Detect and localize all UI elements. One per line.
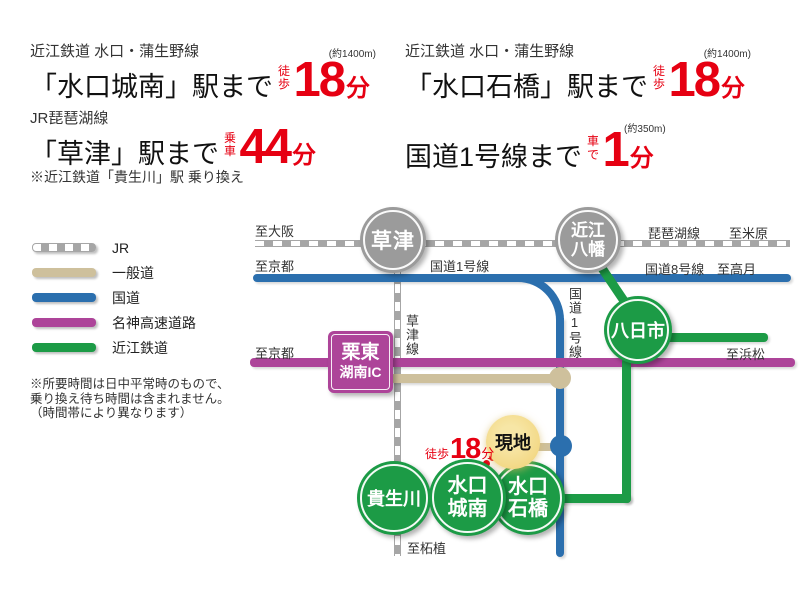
- legend-label: JR: [112, 239, 130, 256]
- station-omihachiman: 近江 八幡: [555, 207, 621, 273]
- minutes-unit: 分: [345, 74, 370, 102]
- access-block-minakuchijonan: 近江鉄道 水口・蒲生野線 「水口城南」駅まで 徒歩 18 分 (約1400m): [30, 43, 376, 107]
- legend-item-general-road: 一般道: [32, 260, 196, 285]
- legend-label: 近江鉄道: [112, 339, 168, 356]
- travel-mode-label: 徒歩: [278, 63, 291, 91]
- destination-text: 「水口石橋」駅まで: [405, 71, 648, 102]
- expressway-swatch: [32, 318, 96, 327]
- station-name: 水口 石橋: [508, 476, 548, 521]
- station-kusatsu: 草津: [360, 207, 426, 273]
- station-name-line: 近江: [571, 220, 605, 240]
- railway-name: 近江鉄道 水口・蒲生野線: [30, 43, 200, 60]
- legend-item-ohmi-railway: 近江鉄道: [32, 335, 196, 360]
- destination-text: 「草津」駅まで: [30, 138, 219, 169]
- legend-label: 名神高速道路: [112, 314, 196, 331]
- ritto-konan-ic-box: 栗東 湖南IC: [328, 331, 393, 393]
- access-row: 「草津」駅まで 乗車 44 分: [30, 119, 316, 174]
- general-road-swatch: [32, 268, 96, 277]
- walk-mode: 徒歩: [425, 447, 450, 461]
- access-row: 「水口石橋」駅まで 徒歩 18 分 (約1400m): [405, 49, 751, 107]
- direction-label-takatsuki: 至高月: [717, 262, 757, 277]
- legend-label: 一般道: [112, 264, 154, 281]
- minutes-value: 1: [602, 123, 629, 177]
- direction-label-kyoto-meishin: 至京都: [255, 346, 295, 361]
- legend-item-meishin-expressway: 名神高速道路: [32, 310, 196, 335]
- road-junction-dot: [549, 367, 571, 389]
- ohmi-railway-vertical: [622, 358, 631, 503]
- map-legend: JR 一般道 国道 名神高速道路 近江鉄道: [32, 235, 196, 360]
- time-disclaimer: ※所要時間は日中平常時のもので、 乗り換え待ち時間は含まれません。 （時間帯によ…: [30, 377, 230, 421]
- direction-label-maibara: 至米原: [729, 226, 769, 241]
- distance-note: (約1400m): [703, 48, 751, 60]
- station-name: 貴生川: [367, 489, 421, 509]
- destination-text: 国道1号線まで: [405, 142, 583, 172]
- access-block-route1: 国道1号線まで 車で 1 分 (約350m): [405, 123, 666, 177]
- walk-minutes: 18: [450, 433, 481, 465]
- railway-name: JR琵琶湖線: [30, 110, 109, 127]
- meishin-expressway-line: [250, 358, 795, 367]
- travel-mode-label: 乗車: [224, 130, 237, 158]
- station-name: 水口 城南: [448, 475, 488, 520]
- ic-name-line: 栗東: [341, 342, 380, 364]
- disclaimer-line: （時間帯により異なります）: [30, 406, 193, 420]
- station-name-line: 城南: [447, 497, 488, 520]
- station-name-line: 水口: [508, 475, 548, 498]
- station-minakuchi-jonan: 水口 城南: [429, 459, 506, 536]
- direction-label-osaka: 至大阪: [255, 224, 295, 239]
- station-name: 草津: [371, 230, 415, 253]
- line-label-kusatsu-line: 草津線: [404, 314, 419, 356]
- direction-label-kyoto-route1: 至京都: [255, 259, 295, 274]
- route1-access-dot: [550, 435, 572, 457]
- walk-unit: 分: [481, 446, 495, 461]
- disclaimer-line: ※所要時間は日中平常時のもので、: [30, 377, 230, 391]
- station-name: 近江 八幡: [571, 221, 605, 259]
- direction-label-tsuge: 至柘植: [407, 541, 447, 556]
- access-block-kusatsu: JR琵琶湖線 「草津」駅まで 乗車 44 分 ※近江鉄道「貴生川」駅 乗り換え: [30, 110, 316, 187]
- station-name-line: 石橋: [508, 498, 548, 520]
- route1-branch-curve: [498, 274, 564, 330]
- legend-item-national-road: 国道: [32, 285, 196, 310]
- minutes-unit: 分: [629, 145, 654, 172]
- station-name: 八日市: [611, 321, 665, 341]
- distance-note: (約1400m): [328, 48, 376, 60]
- distance-note: (約350m): [624, 124, 666, 135]
- station-yokaichi: 八日市: [604, 296, 672, 364]
- jr-biwako-line: [255, 240, 790, 247]
- walk-time-annotation: 徒歩 18 分: [425, 435, 494, 464]
- jr-kusatsu-line: [394, 266, 401, 556]
- legend-label: 国道: [112, 289, 140, 306]
- legend-item-jr: JR: [32, 235, 196, 260]
- minutes-value: 18: [668, 52, 720, 107]
- travel-mode-label: 徒歩: [653, 63, 666, 91]
- disclaimer-line: 乗り換え待ち時間は含まれません。: [30, 391, 230, 406]
- road-label-route1-vertical: 国道1号線: [567, 287, 582, 359]
- minutes-value: 18: [293, 52, 345, 107]
- station-kibukawa: 貴生川: [357, 461, 431, 535]
- site-marker: 現地: [486, 415, 540, 469]
- destination-text: 「水口城南」駅まで: [30, 71, 273, 102]
- station-name-line: 水口: [447, 475, 488, 498]
- minutes-unit: 分: [291, 141, 316, 169]
- site-label: 現地: [495, 433, 531, 453]
- ohmi-railway-swatch: [32, 343, 96, 352]
- line-label-biwako: 琵琶湖線: [648, 226, 701, 241]
- railway-name: 近江鉄道 水口・蒲生野線: [405, 43, 575, 60]
- jr-line-swatch: [32, 243, 96, 252]
- national-road-swatch: [32, 293, 96, 302]
- general-road-upper: [390, 374, 562, 383]
- travel-mode-label: 車で: [587, 134, 600, 162]
- minutes-unit: 分: [720, 74, 745, 102]
- road-label-route8: 国道8号線: [645, 262, 705, 277]
- ic-name-line: 湖南IC: [339, 364, 382, 381]
- direction-label-hamamatsu: 至浜松: [726, 347, 766, 362]
- access-row: 「水口城南」駅まで 徒歩 18 分 (約1400m): [30, 49, 376, 107]
- road-label-route1: 国道1号線: [430, 259, 490, 274]
- minutes-value: 44: [239, 119, 291, 174]
- access-row: 国道1号線まで 車で 1 分 (約350m): [405, 123, 666, 177]
- ohmi-railway-east-branch: [658, 333, 768, 342]
- transfer-note: ※近江鉄道「貴生川」駅 乗り換え: [30, 168, 244, 185]
- station-name-line: 八幡: [571, 240, 605, 259]
- access-block-minakuchiishibashi: 近江鉄道 水口・蒲生野線 「水口石橋」駅まで 徒歩 18 分 (約1400m): [405, 43, 751, 107]
